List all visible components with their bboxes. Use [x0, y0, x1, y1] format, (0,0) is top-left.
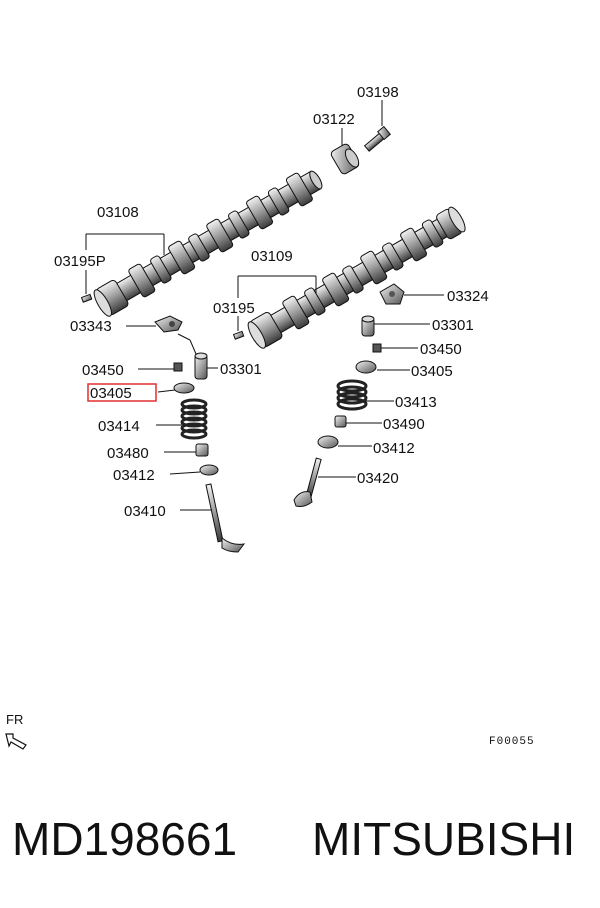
label-03195: 03195 — [213, 300, 255, 317]
label-03405-left: 03405 — [90, 385, 132, 402]
label-03450-right: 03450 — [420, 341, 462, 358]
rocker-03343 — [154, 315, 183, 333]
spring-03413 — [336, 379, 368, 411]
retainer-03405-right — [355, 360, 377, 374]
seal-03480 — [195, 443, 209, 457]
valve-03420 — [293, 457, 322, 507]
front-arrow-icon — [5, 733, 27, 750]
label-03108: 03108 — [97, 204, 139, 221]
gear-03122 — [330, 143, 360, 175]
leader-lines — [85, 100, 444, 511]
retainer-03405-left — [173, 382, 195, 394]
adjuster-03301-left — [194, 352, 208, 380]
label-03412-right: 03412 — [373, 440, 415, 457]
bolt-03198 — [363, 125, 391, 152]
label-03412-left: 03412 — [113, 467, 155, 484]
label-03490: 03490 — [383, 416, 425, 433]
camshaft-03108 — [93, 170, 323, 317]
pin-03195 — [232, 330, 245, 340]
label-03324: 03324 — [447, 288, 489, 305]
brand-name: MITSUBISHI — [312, 813, 576, 865]
label-03198: 03198 — [357, 84, 399, 101]
orientation-label: FR — [6, 712, 23, 727]
valve-03410 — [205, 483, 246, 553]
camshaft-03109 — [247, 206, 466, 349]
label-03413: 03413 — [395, 394, 437, 411]
label-03450-left: 03450 — [82, 362, 124, 379]
seat-03412-left — [199, 464, 219, 476]
adjuster-03301-right — [361, 315, 375, 337]
nut-03450-right — [372, 343, 382, 353]
label-03405-right: 03405 — [411, 363, 453, 380]
label-03109: 03109 — [251, 248, 293, 265]
figure-code: F00055 — [489, 736, 535, 748]
pin-03195p — [80, 293, 93, 303]
label-03420: 03420 — [357, 470, 399, 487]
highlight-box — [87, 383, 157, 402]
part-number: MD198661 — [12, 813, 238, 865]
label-03410: 03410 — [124, 503, 166, 520]
seal-03490 — [334, 415, 347, 428]
label-03195p: 03195P — [54, 253, 106, 270]
seat-03412-right — [317, 435, 339, 449]
label-03480: 03480 — [107, 445, 149, 462]
label-03301-right: 03301 — [432, 317, 474, 334]
label-03122: 03122 — [313, 111, 355, 128]
part-03324 — [379, 283, 405, 305]
label-03301-left: 03301 — [220, 361, 262, 378]
spring-03414 — [180, 398, 208, 440]
label-03414: 03414 — [98, 418, 140, 435]
nut-03450-left — [173, 362, 183, 372]
label-03343: 03343 — [70, 318, 112, 335]
